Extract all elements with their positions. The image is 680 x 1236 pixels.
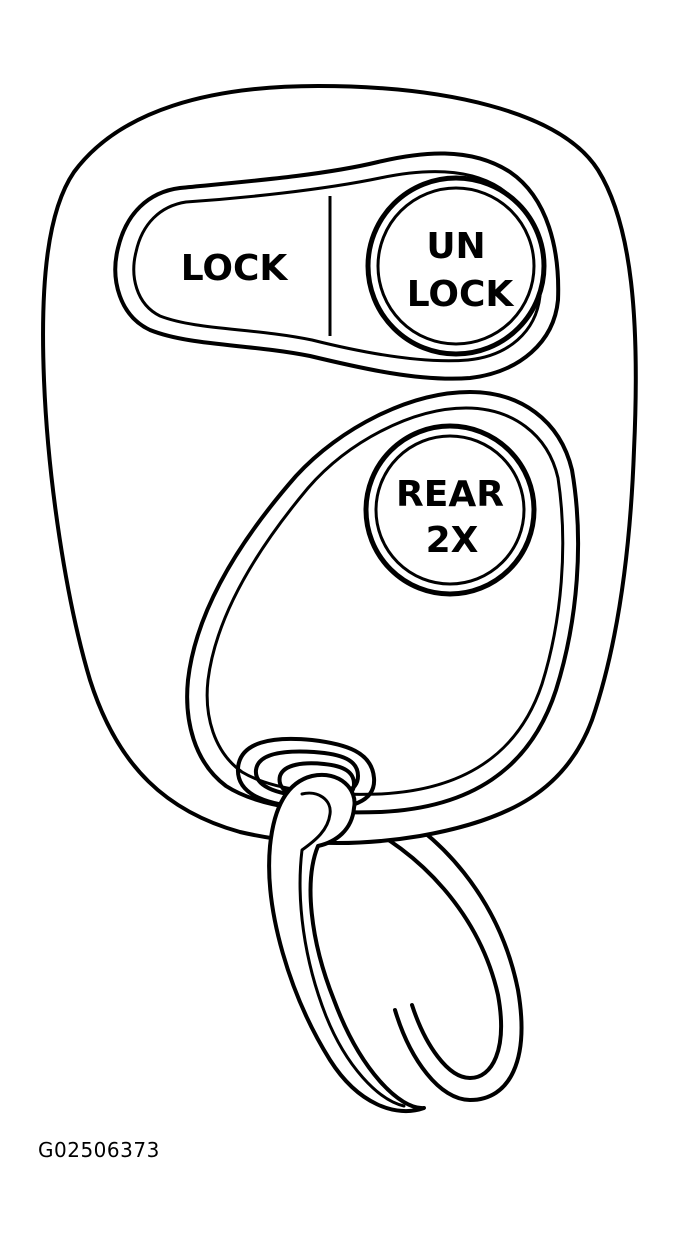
figure-id-label: G02506373 xyxy=(38,1138,160,1162)
lock-unlock-pad-inner xyxy=(132,170,542,363)
rear-2x-button[interactable]: REAR 2X xyxy=(363,423,537,597)
key-ring-front xyxy=(267,772,426,1113)
key-ring-back xyxy=(350,798,524,1102)
lock-unlock-pad-outer xyxy=(113,151,561,381)
rear-2x-button-label-line2: 2X xyxy=(426,520,479,561)
unlock-button[interactable]: UN LOCK xyxy=(365,175,547,357)
unlock-button-label-line1: UN xyxy=(426,226,485,267)
lock-button[interactable]: LOCK xyxy=(181,248,289,289)
unlock-button-label-line2: LOCK xyxy=(407,274,515,315)
rear-2x-button-label-line1: REAR xyxy=(396,474,504,515)
lock-button-label: LOCK xyxy=(181,248,289,289)
